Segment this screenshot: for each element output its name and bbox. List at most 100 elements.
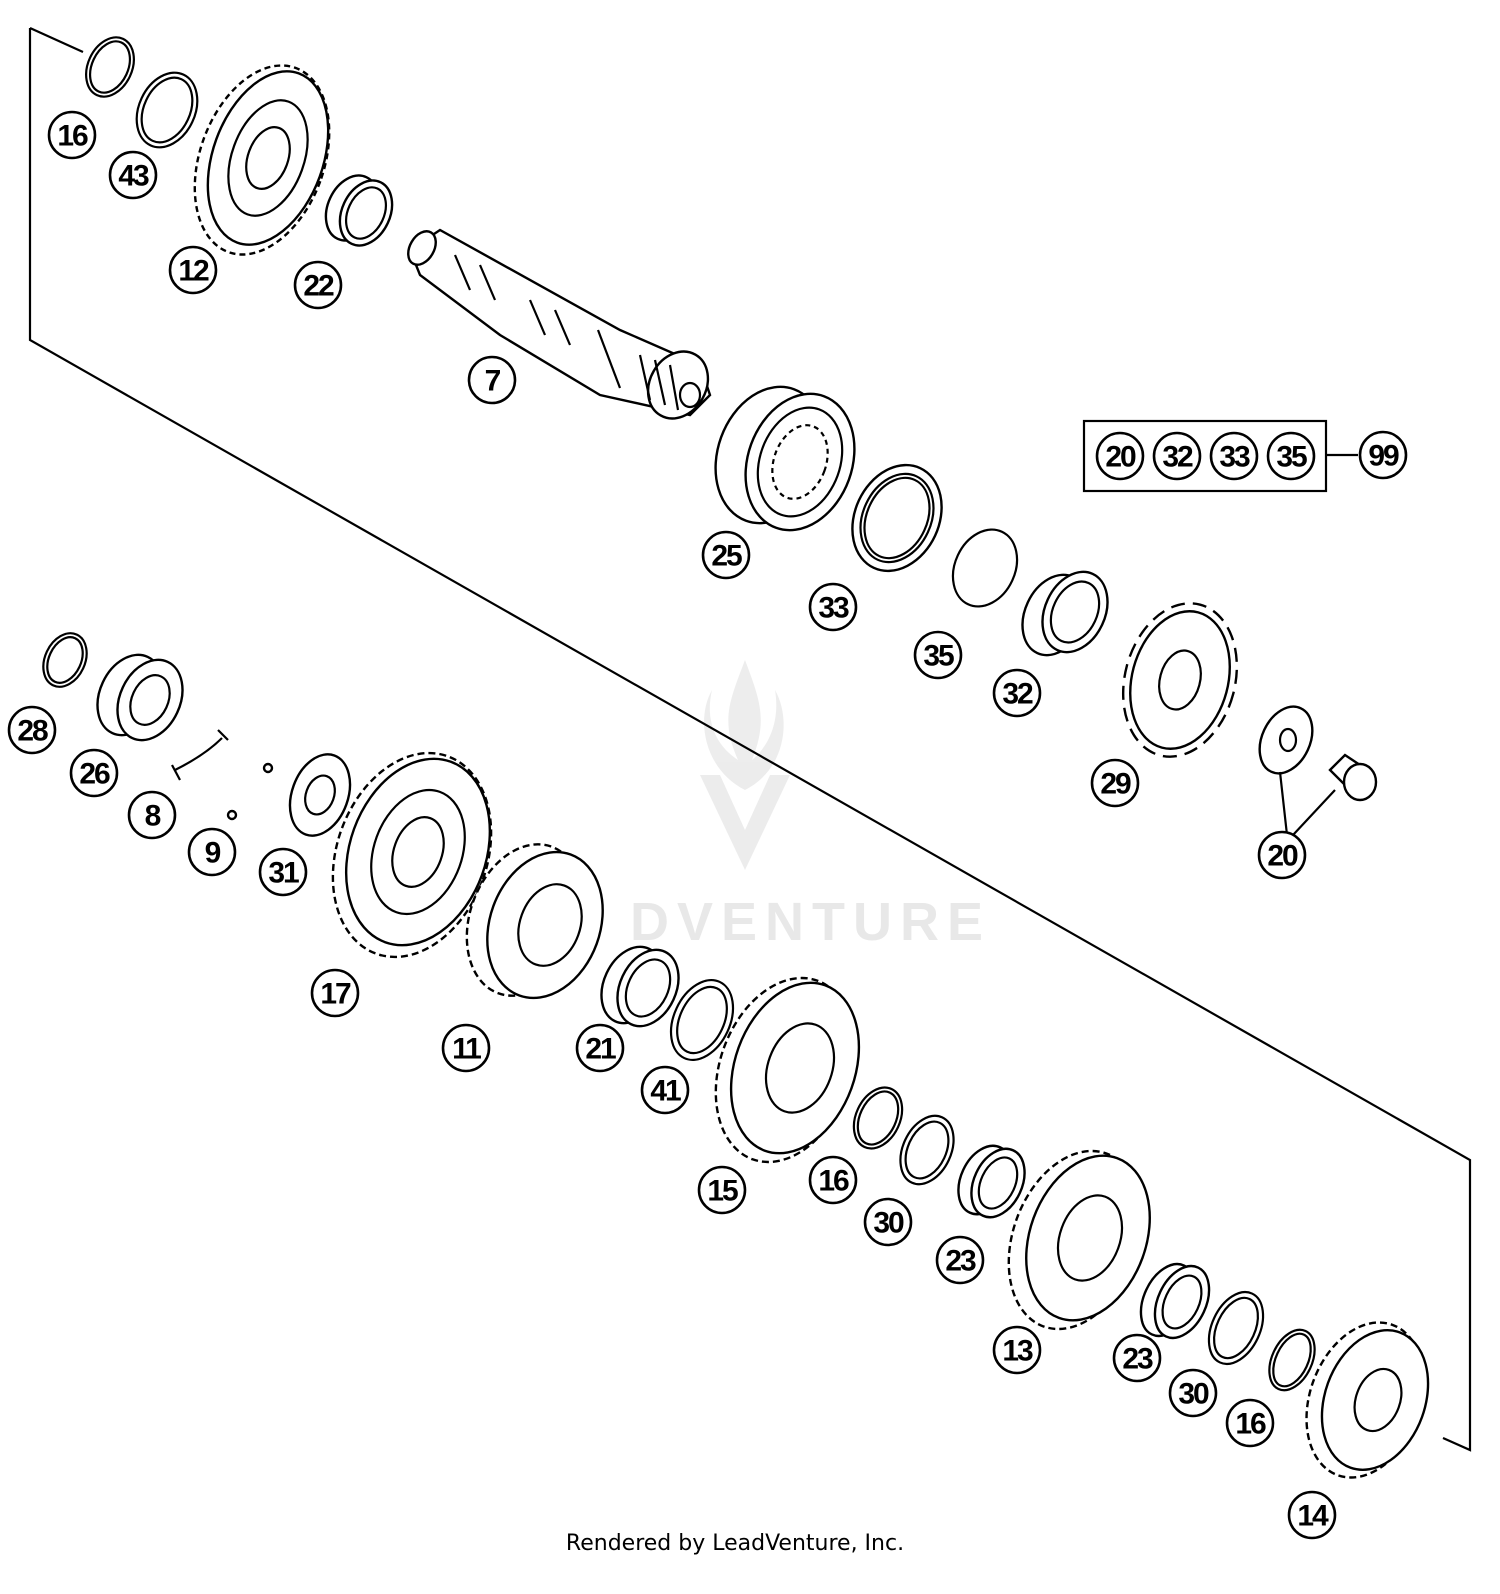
callout-number: 9 <box>205 837 221 870</box>
callout-number: 11 <box>452 1033 481 1066</box>
part-43-washer <box>135 71 199 149</box>
kit-item-number: 33 <box>1219 441 1250 474</box>
callout-23: 23 <box>1112 1333 1162 1383</box>
callout-33: 33 <box>808 582 858 632</box>
part-15-gear <box>714 976 861 1164</box>
callout-14: 14 <box>1287 1490 1337 1540</box>
kit-item-20: 20 <box>1095 431 1145 481</box>
callout-7: 7 <box>467 355 517 405</box>
callout-16: 16 <box>47 110 97 160</box>
callout-26: 26 <box>69 748 119 798</box>
callout-number: 16 <box>57 120 88 153</box>
part-23-bushing-a <box>957 1144 1026 1219</box>
part-21-bushing <box>600 945 680 1028</box>
part-11-gear <box>465 843 604 1000</box>
watermark-flame-icon <box>704 660 784 790</box>
kit-item-number: 35 <box>1276 441 1307 474</box>
callout-number: 23 <box>1122 1343 1153 1376</box>
part-14-gear <box>1305 1321 1430 1479</box>
kit-item-33: 33 <box>1209 431 1259 481</box>
callout-number: 12 <box>178 255 209 288</box>
callout-number: 41 <box>650 1075 681 1108</box>
callout-8: 8 <box>127 790 177 840</box>
callout-number: 21 <box>585 1033 616 1066</box>
part-25-bearing <box>714 385 856 532</box>
callout-number: 29 <box>1100 768 1131 801</box>
callout-30: 30 <box>863 1197 913 1247</box>
callout-22: 22 <box>293 260 343 310</box>
kit-item-32: 32 <box>1152 431 1202 481</box>
part-7-main-shaft <box>407 228 712 420</box>
callout-number: 32 <box>1002 678 1033 711</box>
callout-12: 12 <box>168 245 218 295</box>
kit-box <box>1082 419 1358 493</box>
kit-item-number: 32 <box>1162 441 1193 474</box>
callout-number: 22 <box>303 270 334 303</box>
callout-99: 99 <box>1358 430 1408 480</box>
callout-30: 30 <box>1168 1368 1218 1418</box>
part-31-washer <box>288 753 352 837</box>
callout-number: 26 <box>79 758 110 791</box>
part-28-circlip <box>42 632 88 688</box>
callout-number: 16 <box>818 1165 849 1198</box>
part-26-bearing <box>96 653 184 742</box>
part-35-o-ring <box>951 528 1019 608</box>
callout-number: 23 <box>945 1245 976 1278</box>
callout-number: 31 <box>268 857 299 890</box>
part-41-washer <box>669 979 735 1061</box>
part-8-clip <box>171 729 229 781</box>
callout-number: 33 <box>818 592 849 625</box>
part-12-gear <box>193 64 331 256</box>
callout-number: 28 <box>17 715 48 748</box>
part-16-circlip <box>85 36 135 98</box>
callout-number: 35 <box>923 640 954 673</box>
callout-28: 28 <box>7 705 57 755</box>
credit-text: Rendered by LeadVenture, Inc. <box>566 1531 904 1556</box>
callout-35: 35 <box>913 630 963 680</box>
part-17-gear <box>331 751 493 959</box>
watermark-text: DVENTURE <box>630 892 991 952</box>
callout-number: 25 <box>711 540 742 573</box>
callout-number: 15 <box>707 1175 738 1208</box>
callout-9: 9 <box>187 827 237 877</box>
callout-32: 32 <box>992 668 1042 718</box>
callout-11: 11 <box>441 1023 491 1073</box>
callout-number: 14 <box>1297 1500 1329 1533</box>
callout-number: 30 <box>873 1207 904 1240</box>
part-22-bushing <box>324 174 394 247</box>
part-30-washer-b <box>1207 1290 1265 1366</box>
callout-31: 31 <box>258 847 308 897</box>
callout-13: 13 <box>992 1325 1042 1375</box>
callout-21: 21 <box>575 1023 625 1073</box>
callout-number: 17 <box>320 978 351 1011</box>
callout-17: 17 <box>310 968 360 1018</box>
callout-25: 25 <box>701 530 751 580</box>
callout-number: 13 <box>1002 1335 1033 1368</box>
part-16-circlip-c <box>1268 1328 1316 1392</box>
part-20-washer-bolt <box>1258 705 1378 836</box>
watermark-v-icon <box>700 775 790 870</box>
callout-15: 15 <box>697 1165 747 1215</box>
callout-number: 16 <box>1235 1408 1266 1441</box>
callout-number: 30 <box>1178 1378 1209 1411</box>
assembly-frame <box>28 26 1472 1452</box>
callout-number: 7 <box>485 365 501 398</box>
callout-23: 23 <box>935 1235 985 1285</box>
callout-number: 20 <box>1267 840 1298 873</box>
callout-20: 20 <box>1257 830 1307 880</box>
part-32-spacer <box>1021 570 1109 657</box>
part-9-balls <box>226 762 274 821</box>
kit-item-35: 35 <box>1266 431 1316 481</box>
part-29-sprocket <box>1121 602 1239 758</box>
kit-item-number: 20 <box>1105 441 1136 474</box>
callout-41: 41 <box>640 1065 690 1115</box>
part-16-circlip-b <box>852 1086 904 1150</box>
callout-16: 16 <box>808 1155 858 1205</box>
callout-29: 29 <box>1090 758 1140 808</box>
watermark: DVENTURE <box>630 660 991 952</box>
part-13-gear <box>1007 1149 1151 1331</box>
callout-number: 99 <box>1368 440 1399 473</box>
callout-16: 16 <box>1225 1398 1275 1448</box>
